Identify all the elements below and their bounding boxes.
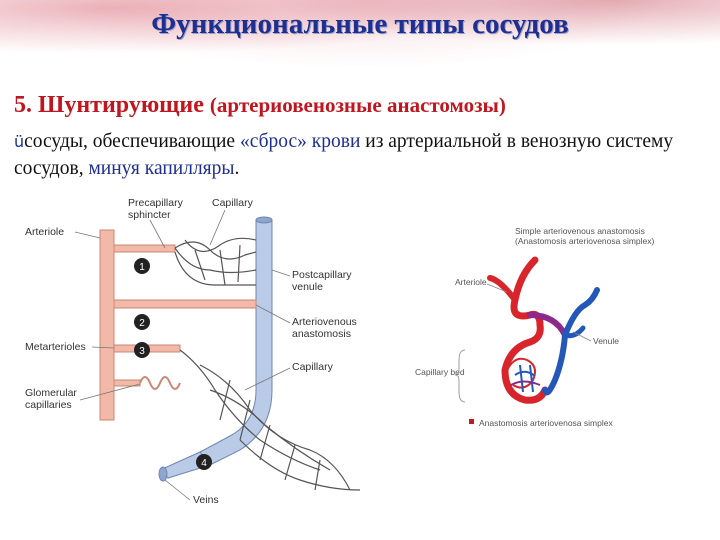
capillary-network-bottom: [179, 349, 361, 491]
section-heading: 5. Шунтирующие (артериовенозные анастомо…: [14, 92, 506, 119]
glomerular-coil: [139, 376, 181, 390]
definition-text: üсосуды, обеспечивающие «сброс» крови из…: [14, 128, 714, 182]
label-sphincter: sphincter: [128, 209, 171, 221]
label-arteriole: Arteriole: [25, 226, 64, 238]
label-glomerular: Glomerular: [25, 387, 77, 399]
label-simple-av: Simple arteriovenous anastomosis: [515, 226, 645, 236]
leader-lines: [74, 209, 291, 501]
vein-lower-opening: [158, 466, 168, 482]
vein-opening: [255, 216, 273, 224]
marker-4-label: 4: [201, 458, 207, 469]
text-highlight-2: минуя капилляры: [88, 158, 235, 179]
artery-path: [501, 256, 549, 404]
microcirculation-diagram: 1 2 3 4 Precapillary sphincter Capillary…: [25, 197, 361, 506]
capillary-bed-loops: [506, 357, 541, 393]
text-part-3: из артериальной в венозную систему сосуд…: [14, 131, 674, 179]
label-arteriovenous: Arteriovenous: [292, 316, 357, 328]
marker-3: 3: [134, 342, 150, 358]
artery-branch: [487, 275, 518, 303]
label-venule-right: Venule: [593, 336, 619, 346]
av-anastomosis-diagram: Simple arteriovenous anastomosis (Anasto…: [415, 226, 655, 428]
branch-glomerular: [113, 379, 141, 387]
caption-swatch: [469, 419, 474, 424]
branch-1: [113, 244, 176, 253]
right-leader-lines: [454, 283, 592, 403]
label-venule: venule: [292, 281, 323, 293]
vein-branch: [562, 325, 586, 339]
label-postcapillary: Postcapillary: [292, 269, 352, 281]
anastomosis-connection: [527, 312, 568, 338]
text-part-1: сосуды, обеспечивающие: [24, 131, 240, 152]
vein-path: [542, 287, 600, 396]
background-glow: [0, 0, 720, 80]
vein-main: [199, 219, 273, 466]
heading-main: 5. Шунтирующие: [14, 92, 204, 118]
marker-1-label: 1: [139, 262, 145, 273]
marker-1: 1: [134, 258, 150, 274]
marker-2: 2: [134, 314, 150, 330]
marker-3-label: 3: [139, 346, 145, 357]
label-simple-av-latin: (Anastomosis arteriovenosa simplex): [515, 236, 655, 246]
label-capillary-mid: Capillary: [292, 361, 334, 373]
text-highlight-1: «сброс» крови: [239, 131, 361, 152]
slide-title: Функциональные типы сосудов: [151, 8, 569, 40]
label-capillary-bed: Capillary bed: [415, 367, 465, 377]
label-caption: Anastomosis arteriovenosa simplex: [479, 418, 613, 428]
checkmark-bullet: ü: [14, 132, 25, 151]
arteriole-vessel: [99, 229, 115, 421]
marker-4: 4: [196, 454, 212, 470]
label-veins: Veins: [193, 494, 219, 506]
label-arteriole-right: Arteriole: [455, 277, 487, 287]
capillary-network-top: [174, 237, 257, 286]
marker-2-label: 2: [139, 318, 145, 329]
text-part-5: .: [234, 158, 240, 179]
label-precapillary: Precapillary: [128, 197, 184, 209]
label-capillaries: capillaries: [25, 399, 72, 411]
label-metarterioles: Metarterioles: [25, 341, 86, 353]
label-anastomosis: anastomosis: [292, 328, 351, 340]
branch-anastomosis: [113, 299, 257, 309]
label-capillary-top: Capillary: [212, 197, 254, 209]
heading-sub: (артериовенозные анастомозы): [209, 93, 506, 117]
